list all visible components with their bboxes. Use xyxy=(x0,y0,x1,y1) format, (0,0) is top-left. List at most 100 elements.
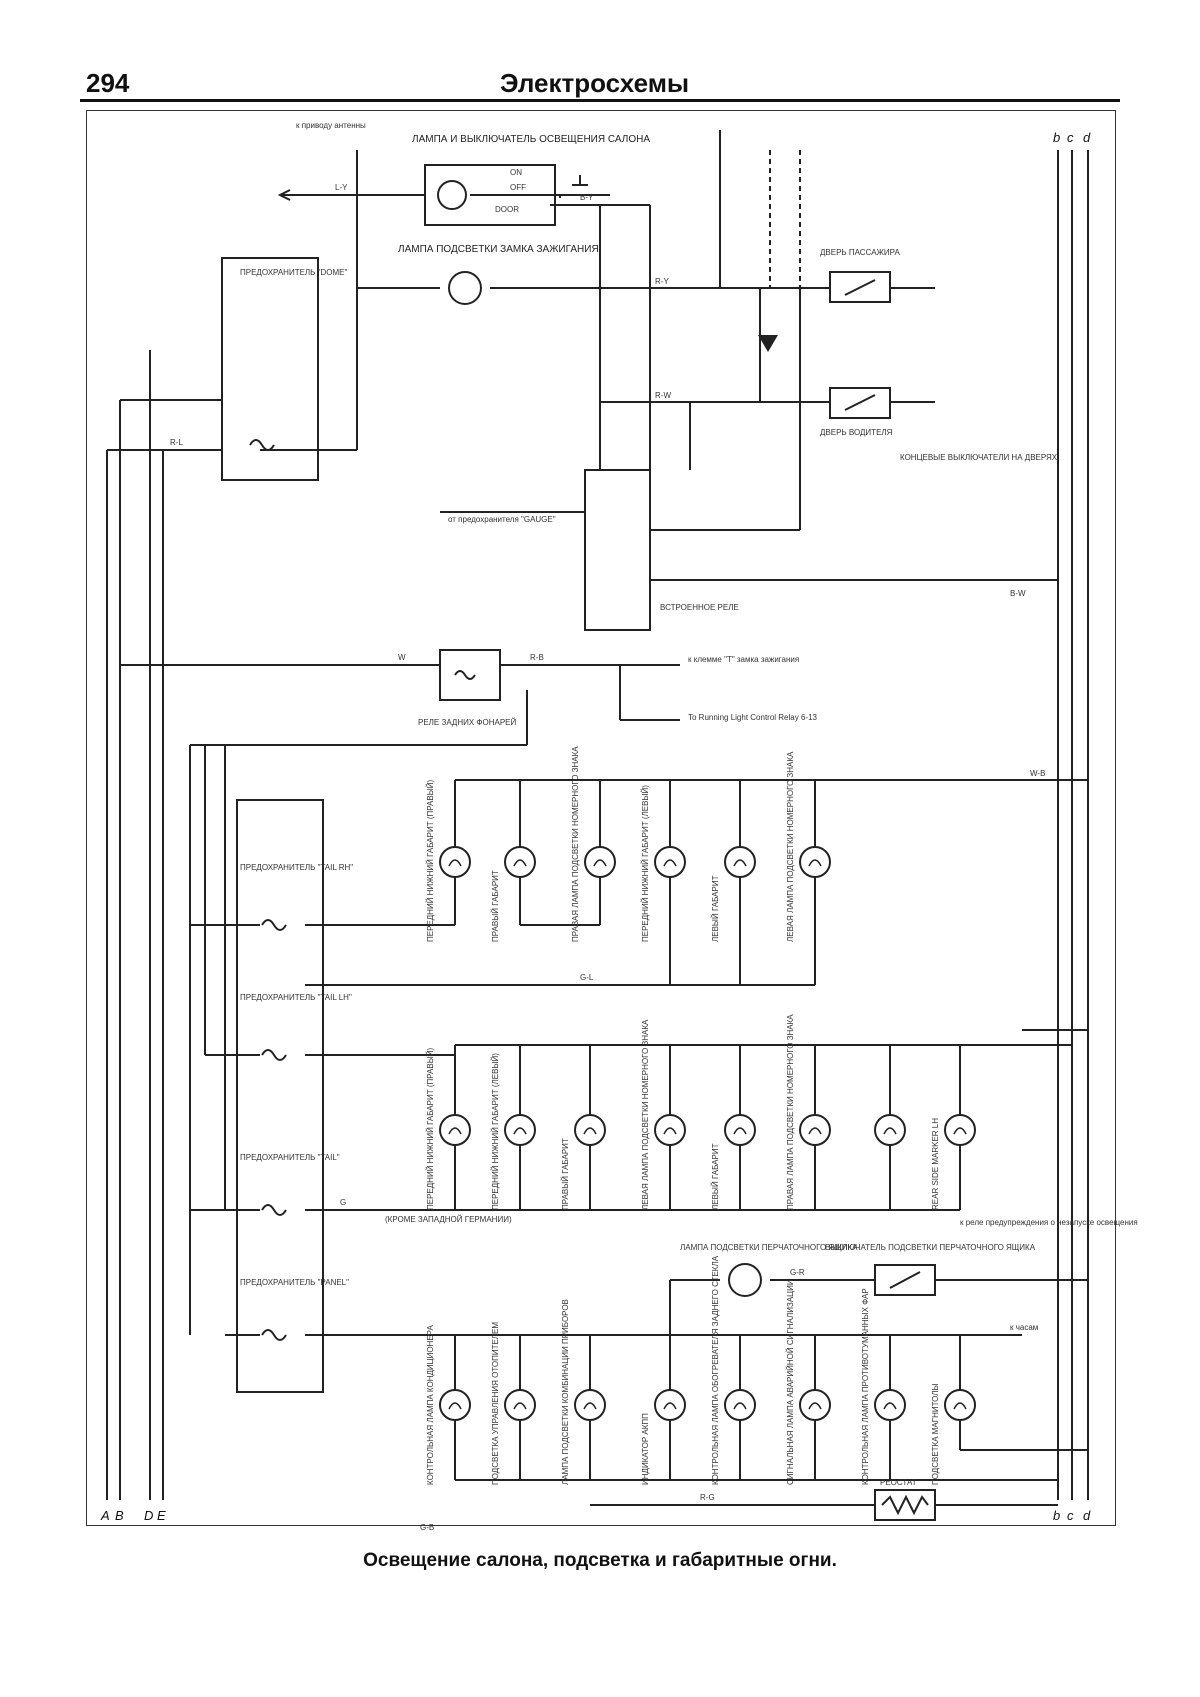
lamp-lamps-row2-1: ПЕРЕДНИЙ НИЖНИЙ ГАБАРИТ (ЛЕВЫЙ) xyxy=(491,1053,536,1210)
lamp-filament xyxy=(583,1127,597,1135)
lamp-bulb-icon xyxy=(439,846,471,878)
header-rule xyxy=(80,99,1120,102)
lamp-label: ПОДСВЕТКА УПРАВЛЕНИЯ ОТОПИТЕЛЕМ xyxy=(491,1322,500,1485)
lamp-lamps-row2-4: ЛЕВЫЙ ГАБАРИТ xyxy=(711,1114,756,1210)
lamp-label: ПРАВАЯ ЛАМПА ПОДСВЕТКИ НОМЕРНОГО ЗНАКА xyxy=(786,1014,795,1210)
lamp-label: КОНТРОЛЬНАЯ ЛАМПА ПРОТИВОТУМАННЫХ ФАР xyxy=(861,1288,870,1485)
lamp-lamps-row1-3: ПЕРЕДНИЙ НИЖНИЙ ГАБАРИТ (ЛЕВЫЙ) xyxy=(641,785,686,942)
fuse-label-tail-rh: ПРЕДОХРАНИТЕЛЬ "TAIL RH" xyxy=(240,863,353,872)
label-dome-lamp: ЛАМПА И ВЫКЛЮЧАТЕЛЬ ОСВЕЩЕНИЯ САЛОНА xyxy=(412,134,650,145)
fuse-label-dome: ПРЕДОХРАНИТЕЛЬ "DOME" xyxy=(240,268,347,277)
connector-d: D xyxy=(144,1508,153,1523)
label-driver-door: ДВЕРЬ ВОДИТЕЛЯ xyxy=(820,428,893,437)
connector-right-bottom-b: b xyxy=(1053,1508,1060,1523)
lamp-label: ЛЕВЫЙ ГАБАРИТ xyxy=(711,1143,720,1210)
lamp-label: ПОДСВЕТКА МАГНИТОЛЫ xyxy=(931,1383,940,1485)
lamp-filament xyxy=(953,1402,967,1410)
lamp-label: ПЕРЕДНИЙ НИЖНИЙ ГАБАРИТ (ПРАВЫЙ) xyxy=(426,1047,435,1210)
label-switch-on: ON xyxy=(510,168,522,177)
wire-code-rw: R-W xyxy=(655,391,671,400)
lamp-bulb-icon xyxy=(654,846,686,878)
fuse-label-tail: ПРЕДОХРАНИТЕЛЬ "TAIL" xyxy=(240,1153,340,1162)
lamp-bulb-icon xyxy=(439,1389,471,1421)
lamp-lamps-row1-0: ПЕРЕДНИЙ НИЖНИЙ ГАБАРИТ (ПРАВЫЙ) xyxy=(426,779,471,942)
wire-code-ly: L-Y xyxy=(335,183,348,192)
fuse-block-tail-panel xyxy=(236,799,324,1393)
label-rheostat: РЕОСТАТ xyxy=(880,1478,917,1487)
lamp-label: СИГНАЛЬНАЯ ЛАМПА АВАРИЙНОЙ СИГНАЛИЗАЦИИ xyxy=(786,1279,795,1485)
lamp-bulb-icon xyxy=(724,1389,756,1421)
label-except-west-germany: (КРОМЕ ЗАПАДНОЙ ГЕРМАНИИ) xyxy=(385,1215,512,1224)
wire-code-by: B-Y xyxy=(580,193,594,202)
label-glovebox-lamp: ЛАМПА ПОДСВЕТКИ ПЕРЧАТОЧНОГО ЯЩИКА xyxy=(680,1243,858,1252)
lamp-lamps-row1-2: ПРАВАЯ ЛАМПА ПОДСВЕТКИ НОМЕРНОГО ЗНАКА xyxy=(571,746,616,942)
label-ignition-lamp: ЛАМПА ПОДСВЕТКИ ЗАМКА ЗАЖИГАНИЯ xyxy=(398,244,599,255)
wires xyxy=(106,130,1089,1506)
lamp-bulb-icon xyxy=(504,846,536,878)
lamp-bulb-icon xyxy=(874,1114,906,1146)
lamp-lamps-row2-3: ЛЕВАЯ ЛАМПА ПОДСВЕТКИ НОМЕРНОГО ЗНАКА xyxy=(641,1019,686,1210)
ignition-key-lamp xyxy=(448,271,482,305)
lamp-bulb-icon xyxy=(874,1389,906,1421)
lamp-bulb-icon xyxy=(724,1114,756,1146)
rheostat xyxy=(874,1489,936,1521)
lamp-filament xyxy=(513,1127,527,1135)
wire-code-w: W xyxy=(398,653,406,662)
label-built-in-relay: ВСТРОЕННОЕ РЕЛЕ xyxy=(660,603,739,612)
lamp-filament xyxy=(733,1127,747,1135)
lamp-lamps-row2-5: ПРАВАЯ ЛАМПА ПОДСВЕТКИ НОМЕРНОГО ЗНАКА xyxy=(786,1014,831,1210)
diode xyxy=(758,335,778,352)
lamp-bulb-icon xyxy=(799,846,831,878)
wire-code-gl: G-L xyxy=(580,973,594,982)
lamp-filament xyxy=(663,1402,677,1410)
lamp-bulb-icon xyxy=(574,1389,606,1421)
glovebox-switch xyxy=(874,1264,936,1296)
lamp-label: ПЕРЕДНИЙ НИЖНИЙ ГАБАРИТ (ПРАВЫЙ) xyxy=(426,779,435,942)
label-switch-off: OFF xyxy=(510,183,526,192)
lamp-lamps-row3-4: КОНТРОЛЬНАЯ ЛАМПА ОБОГРЕВАТЕЛЯ ЗАДНЕГО С… xyxy=(711,1255,756,1485)
connector-a: A xyxy=(100,1508,110,1523)
lamp-lamps-row1-4: ЛЕВЫЙ ГАБАРИТ xyxy=(711,846,756,942)
lamp-label: ПЕРЕДНИЙ НИЖНИЙ ГАБАРИТ (ЛЕВЫЙ) xyxy=(491,1053,500,1210)
lamp-label: КОНТРОЛЬНАЯ ЛАМПА ОБОГРЕВАТЕЛЯ ЗАДНЕГО С… xyxy=(711,1255,720,1485)
door-switch-driver xyxy=(829,387,891,419)
lamp-lamps-row3-0: КОНТРОЛЬНАЯ ЛАМПА КОНДИЦИОНЕРА xyxy=(426,1325,471,1485)
page-number: 294 xyxy=(86,68,130,98)
lamp-bulb-icon xyxy=(654,1114,686,1146)
lamp-bulb-icon xyxy=(799,1114,831,1146)
lamp-bulb-icon xyxy=(944,1389,976,1421)
lamp-bulb-icon xyxy=(504,1389,536,1421)
lamp-filament xyxy=(448,1402,462,1410)
lamp-lamps-row2-7: REAR SIDE MARKER LH xyxy=(931,1114,976,1210)
lamp-lamps-row3-2: ЛАМПА ПОДСВЕТКИ КОМБИНАЦИИ ПРИБОРОВ xyxy=(561,1299,606,1485)
wire-code-gb: G-B xyxy=(420,1523,434,1532)
wire-code-gr: G-R xyxy=(790,1268,805,1277)
lamp-label: REAR SIDE MARKER LH xyxy=(931,1118,940,1210)
connector-right-top-b: b xyxy=(1053,130,1060,145)
wire-code-ry: R-Y xyxy=(655,277,669,286)
fuse-block-dome xyxy=(221,257,319,481)
glovebox-lamp xyxy=(728,1263,762,1297)
lamp-label: ПЕРЕДНИЙ НИЖНИЙ ГАБАРИТ (ЛЕВЫЙ) xyxy=(641,785,650,942)
connector-e: E xyxy=(157,1508,166,1523)
lamp-lamps-row3-5: СИГНАЛЬНАЯ ЛАМПА АВАРИЙНОЙ СИГНАЛИЗАЦИИ xyxy=(786,1279,831,1485)
wire-code-wb: W-B xyxy=(1030,769,1045,778)
lamp-bulb-icon xyxy=(439,1114,471,1146)
lamp-bulb-icon xyxy=(504,1114,536,1146)
lamp-filament xyxy=(953,1127,967,1135)
lamp-filament xyxy=(448,859,462,867)
lamp-bulb-icon xyxy=(944,1114,976,1146)
wire-code-rb: R-B xyxy=(530,653,544,662)
wire-code-g: G xyxy=(340,1198,346,1207)
lamp-label: ПРАВАЯ ЛАМПА ПОДСВЕТКИ НОМЕРНОГО ЗНАКА xyxy=(571,746,580,942)
label-switch-door: DOOR xyxy=(495,205,519,214)
page-title: Электросхемы xyxy=(500,68,690,98)
wire-code-rl: R-L xyxy=(170,438,183,447)
lamp-lamps-row3-7: ПОДСВЕТКА МАГНИТОЛЫ xyxy=(931,1383,976,1485)
lamp-filament xyxy=(663,859,677,867)
label-to-clock: к часам xyxy=(1010,1323,1038,1332)
lamp-lamps-row2-6 xyxy=(874,1114,906,1146)
label-to-running-light: To Running Light Control Relay 6-13 xyxy=(688,713,818,722)
figure-caption: Освещение салона, подсветка и габаритные… xyxy=(363,1550,837,1571)
